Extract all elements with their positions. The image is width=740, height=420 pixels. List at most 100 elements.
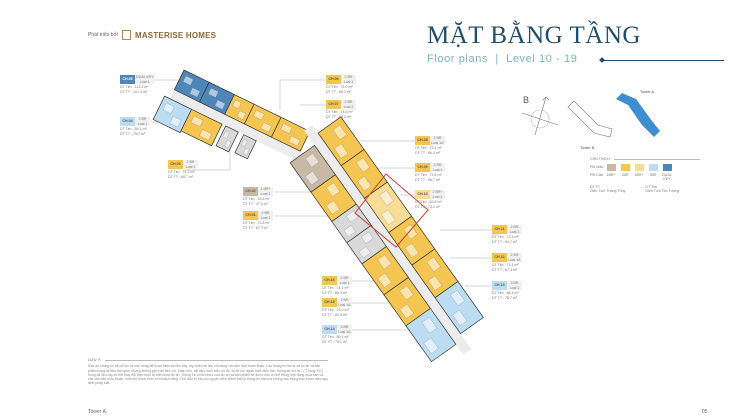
disclaimer-note: LƯU Ý: Mặc dù chúng tôi đã nỗ lực và cẩn… bbox=[88, 357, 328, 386]
legend-item-label: 2BR+ bbox=[634, 173, 644, 177]
unit-area-net: DT TT : 68.2 m² bbox=[326, 114, 352, 119]
legend-swatch bbox=[634, 164, 644, 171]
room-detail bbox=[399, 303, 414, 319]
legend-item: 1BR+ bbox=[606, 164, 616, 181]
room-detail bbox=[305, 170, 320, 186]
room-detail bbox=[357, 176, 372, 192]
unit-bedrooms: 3 BR bbox=[138, 117, 147, 121]
unit-code: CH.03 bbox=[168, 160, 183, 169]
unit-label-ch-10: CH.10 2 BR+Loại 1 DT Tim : 83.8 m² DT TT… bbox=[415, 190, 445, 209]
unit-area-gross: DT Tim : 74.3 m² bbox=[168, 170, 195, 174]
unit-variant: Loại 1 bbox=[260, 215, 271, 220]
masterise-logo-icon bbox=[121, 30, 131, 40]
unit-area-gross: DT Tim : 73.3 m² bbox=[492, 235, 519, 239]
legend-swatch bbox=[648, 164, 658, 171]
developed-by-label: Phát triển bởi bbox=[88, 32, 118, 38]
legend-swatch bbox=[606, 164, 616, 171]
unit-area-gross: DT Tim : 73.1 m² bbox=[492, 263, 519, 267]
room-detail bbox=[377, 272, 392, 288]
unit-area-net: DT TT : 63.9 m² bbox=[322, 312, 348, 317]
unit-area-gross: DT Tim : 73.0 m² bbox=[322, 308, 349, 312]
room-detail bbox=[452, 309, 468, 327]
core bbox=[215, 125, 239, 153]
unit-bedrooms: 2 BR+ bbox=[432, 190, 443, 194]
room-detail bbox=[379, 190, 394, 206]
unit-code: CH.06 bbox=[326, 75, 341, 84]
unit-variant: Loại 2 bbox=[343, 104, 354, 109]
unit-variant: Loại 1A bbox=[508, 257, 521, 262]
unit-area-net: DT TT : 64.7 m² bbox=[492, 239, 518, 244]
legend-rule bbox=[613, 158, 700, 160]
legend-title: CHÚ THÍCH bbox=[590, 157, 610, 161]
room-detail bbox=[242, 147, 250, 156]
subtitle-rule bbox=[602, 60, 724, 61]
unit-variant: Loại 1 bbox=[139, 79, 150, 84]
room-detail bbox=[377, 254, 392, 270]
legend-dt-tt-abbr: DT TT bbox=[590, 185, 601, 189]
unit-area-gross: DT Tim : 53.8 m² bbox=[243, 197, 270, 201]
unit-area-net: DT TT : 67.7 m² bbox=[243, 225, 269, 230]
diagonal-wing bbox=[289, 116, 484, 363]
unit-area-gross: DT Tim : 74.0 m² bbox=[326, 85, 353, 89]
unit-bedrooms: 2 BR bbox=[186, 160, 195, 164]
unit-area-gross: DT Tim : 73.1 m² bbox=[415, 146, 442, 150]
legend-dt-tim-abbr: DT Tim bbox=[645, 185, 657, 189]
room-detail bbox=[343, 225, 356, 238]
unit-area-gross: DT Tim : 74.6 m² bbox=[326, 110, 353, 114]
room-detail bbox=[325, 200, 340, 215]
room-detail bbox=[427, 275, 443, 291]
unit-bedrooms: 2 BR bbox=[261, 211, 270, 215]
room-detail bbox=[421, 317, 438, 334]
unit-area-net: DT TT : 68.1 m² bbox=[326, 89, 352, 94]
room-detail bbox=[260, 122, 272, 133]
legend-item: DUAL KEY bbox=[662, 164, 672, 181]
room-detail bbox=[162, 102, 175, 114]
room-detail bbox=[280, 123, 293, 134]
highlight-outline bbox=[354, 173, 429, 248]
unit-code: CH.14 bbox=[322, 325, 337, 334]
legend-row-color: PM Màu bbox=[590, 165, 604, 169]
compass-label: B bbox=[523, 95, 529, 105]
unit-bedrooms: DUAL KEY bbox=[136, 75, 154, 79]
unit-bedrooms: 2 BR bbox=[510, 253, 519, 257]
legend-item-label: 2BR bbox=[621, 173, 629, 177]
unit-variant: Loại 1A bbox=[431, 140, 444, 145]
unit-code: CH.12 bbox=[492, 253, 507, 262]
unit-area-net: DT TT : 79.1 m² bbox=[322, 339, 348, 344]
unit-type: 2 BR+Loại 1 bbox=[430, 190, 445, 199]
room-detail bbox=[190, 115, 204, 127]
room-detail bbox=[189, 87, 201, 98]
unit-variant: Loại 1 bbox=[509, 285, 520, 290]
room-detail bbox=[358, 246, 371, 259]
room-detail bbox=[326, 182, 341, 197]
unit-variant: Loại 1A bbox=[338, 329, 351, 334]
core bbox=[234, 134, 257, 160]
key-plan: B Tower B Tower A bbox=[521, 89, 660, 150]
unit-area-gross: DT Tim : 83.8 m² bbox=[415, 200, 442, 204]
unit-bedrooms: 2 BR bbox=[344, 100, 353, 104]
unit-variant: Loại 1 bbox=[260, 191, 271, 196]
unit-variant: Loại 1 bbox=[343, 79, 354, 84]
unit-code: CH.15 bbox=[322, 298, 337, 307]
room-detail bbox=[355, 157, 371, 173]
